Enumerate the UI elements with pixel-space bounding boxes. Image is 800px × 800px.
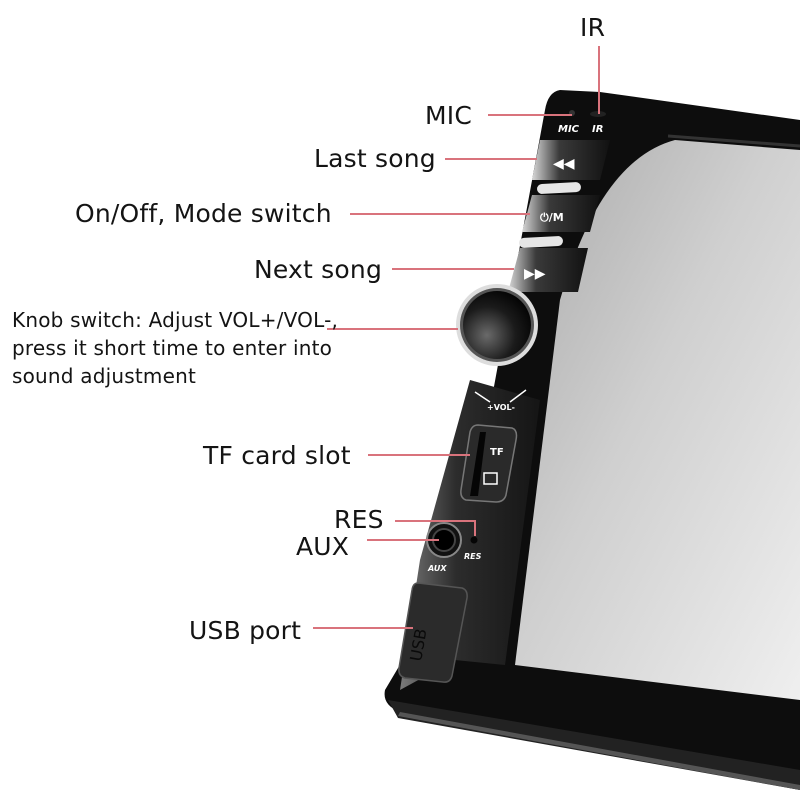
callout-tf-card: TF card slot	[203, 441, 351, 470]
aux-jack[interactable]	[426, 522, 462, 558]
leader-power-mode	[350, 213, 530, 215]
leader-aux	[367, 539, 439, 541]
leader-knob	[327, 328, 458, 330]
leader-mic	[488, 114, 572, 116]
ir-window	[590, 111, 606, 117]
power-mode-marking: ⏻/M	[540, 211, 564, 224]
reset-hole[interactable]	[470, 536, 478, 544]
svg-text:AUX: AUX	[427, 564, 447, 573]
next-icon: ▶▶	[524, 266, 546, 282]
svg-text:TF: TF	[490, 447, 504, 458]
leader-tf-card	[368, 454, 470, 456]
svg-text:IR: IR	[592, 124, 603, 135]
tf-card-slot[interactable]: TF	[460, 424, 518, 503]
callout-power-mode: On/Off, Mode switch	[75, 199, 332, 228]
svg-text:RES: RES	[464, 552, 482, 561]
leader-res-v	[474, 520, 476, 536]
callout-last-song: Last song	[314, 144, 436, 173]
callout-aux: AUX	[296, 532, 350, 561]
callout-usb: USB port	[189, 616, 302, 645]
leader-res-h	[395, 520, 475, 522]
callout-mic: MIC	[425, 101, 472, 130]
volume-knob[interactable]	[456, 284, 538, 366]
prev-icon: ◀◀	[553, 156, 575, 172]
leader-next-song	[392, 268, 514, 270]
touch-screen[interactable]	[515, 140, 800, 700]
leader-last-song	[445, 158, 537, 160]
leader-usb	[313, 627, 413, 629]
svg-text:MIC: MIC	[558, 124, 580, 135]
callout-ir: IR	[580, 13, 606, 42]
usb-port-cover[interactable]: USB	[398, 582, 468, 683]
power-mode-button[interactable]	[522, 195, 600, 232]
leader-ir	[598, 46, 600, 114]
callout-next-song: Next song	[254, 255, 383, 284]
vol-marking: +VOL-	[487, 403, 515, 412]
last-song-button[interactable]	[532, 140, 610, 180]
callout-res: RES	[334, 505, 384, 534]
callout-knob: Knob switch: Adjust VOL+/VOL-, press it …	[12, 308, 339, 388]
next-song-button[interactable]	[508, 248, 588, 292]
